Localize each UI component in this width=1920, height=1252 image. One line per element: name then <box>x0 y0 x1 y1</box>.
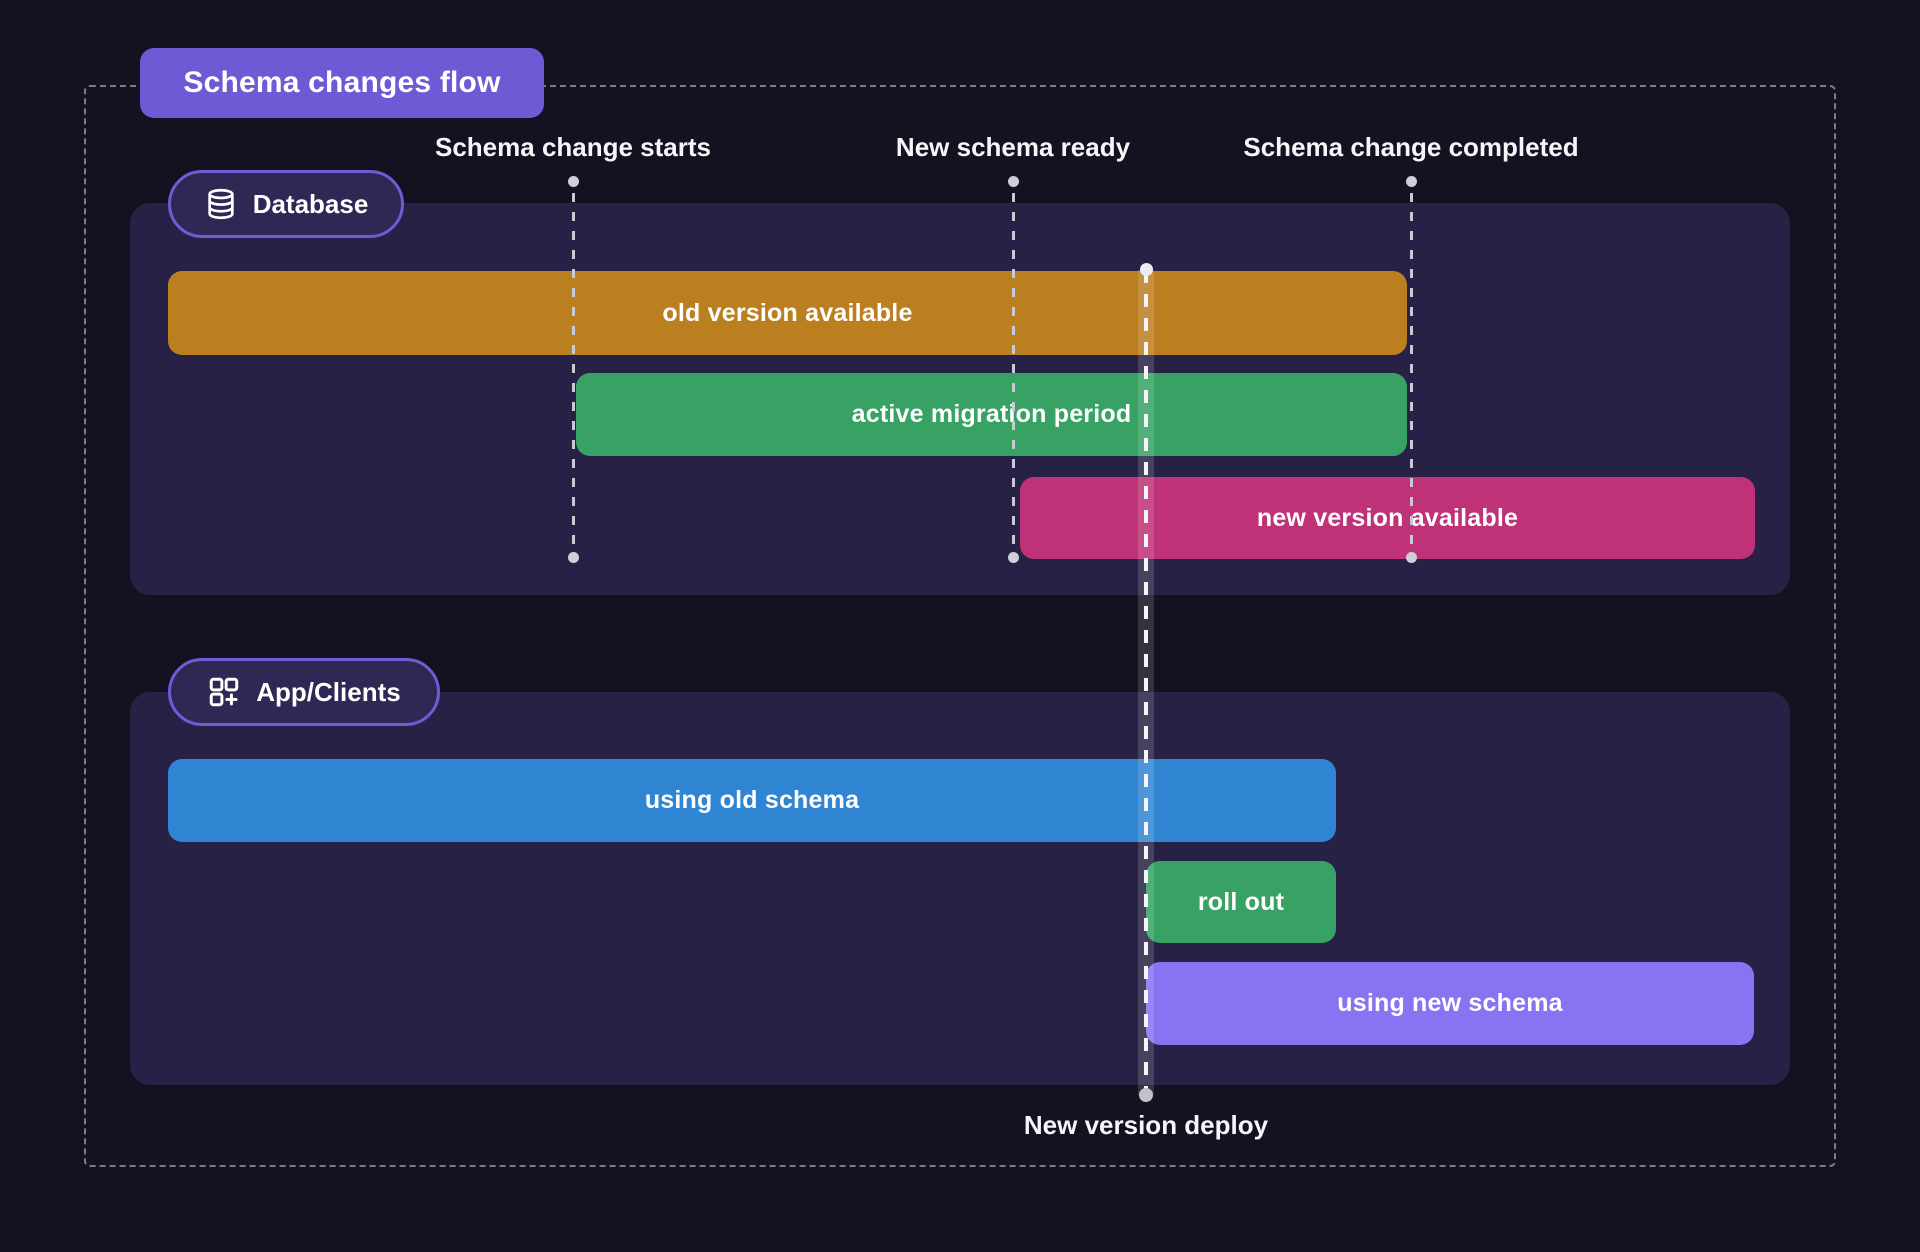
milestone-schema-change-completed-label: Schema change completed <box>1243 132 1579 162</box>
milestone-dashed-line <box>571 193 575 553</box>
bar-active-migration-period-label: active migration period <box>851 400 1132 428</box>
bar-using-old-schema-label: using old schema <box>644 786 860 814</box>
deploy-band <box>1138 270 1154 1095</box>
bar-new-version-available: new version available <box>1020 477 1755 559</box>
app-clients-pill-label: App/Clients <box>256 676 401 707</box>
bar-using-new-schema-label: using new schema <box>1337 989 1563 1017</box>
apps-icon <box>210 677 239 707</box>
database-pill-label: Database <box>252 188 369 219</box>
app-clients-pill: App/Clients <box>168 658 440 726</box>
milestone-dashed-line <box>1011 193 1015 553</box>
diagram-dashed-frame <box>84 85 1836 1167</box>
deploy-dashed-line <box>1144 270 1148 1095</box>
bar-using-new-schema: using new schema <box>1146 962 1754 1045</box>
milestone-dot-bottom <box>567 552 579 563</box>
bar-old-version-available: old version available <box>168 271 1407 355</box>
diagram-title-badge: Schema changes flow <box>140 48 544 118</box>
database-pill: Database <box>168 170 404 238</box>
milestone-schema-change-starts-label: Schema change starts <box>434 132 712 162</box>
deploy-dot-bottom <box>1139 1088 1153 1102</box>
bar-roll-out-label: roll out <box>1197 887 1285 916</box>
bar-new-version-available-label: new version available <box>1256 503 1519 532</box>
bar-active-migration-period: active migration period <box>576 373 1407 456</box>
deploy-label: New version deploy <box>1023 1110 1269 1140</box>
milestone-dot-top <box>1007 176 1019 187</box>
database-icon <box>208 188 234 220</box>
deploy-dot-top <box>1139 263 1153 276</box>
bar-roll-out: roll out <box>1146 861 1336 943</box>
milestone-dot-top <box>1405 176 1417 187</box>
milestone-dot-bottom <box>1405 552 1417 563</box>
milestone-dashed-line <box>1409 193 1413 553</box>
milestone-dot-bottom <box>1007 552 1019 563</box>
bar-old-version-available-label: old version available <box>662 298 913 327</box>
diagram-title: Schema changes flow <box>183 66 501 99</box>
bar-using-old-schema: using old schema <box>168 759 1336 842</box>
milestone-new-schema-ready-label: New schema ready <box>895 132 1131 162</box>
milestone-dot-top <box>567 176 579 187</box>
